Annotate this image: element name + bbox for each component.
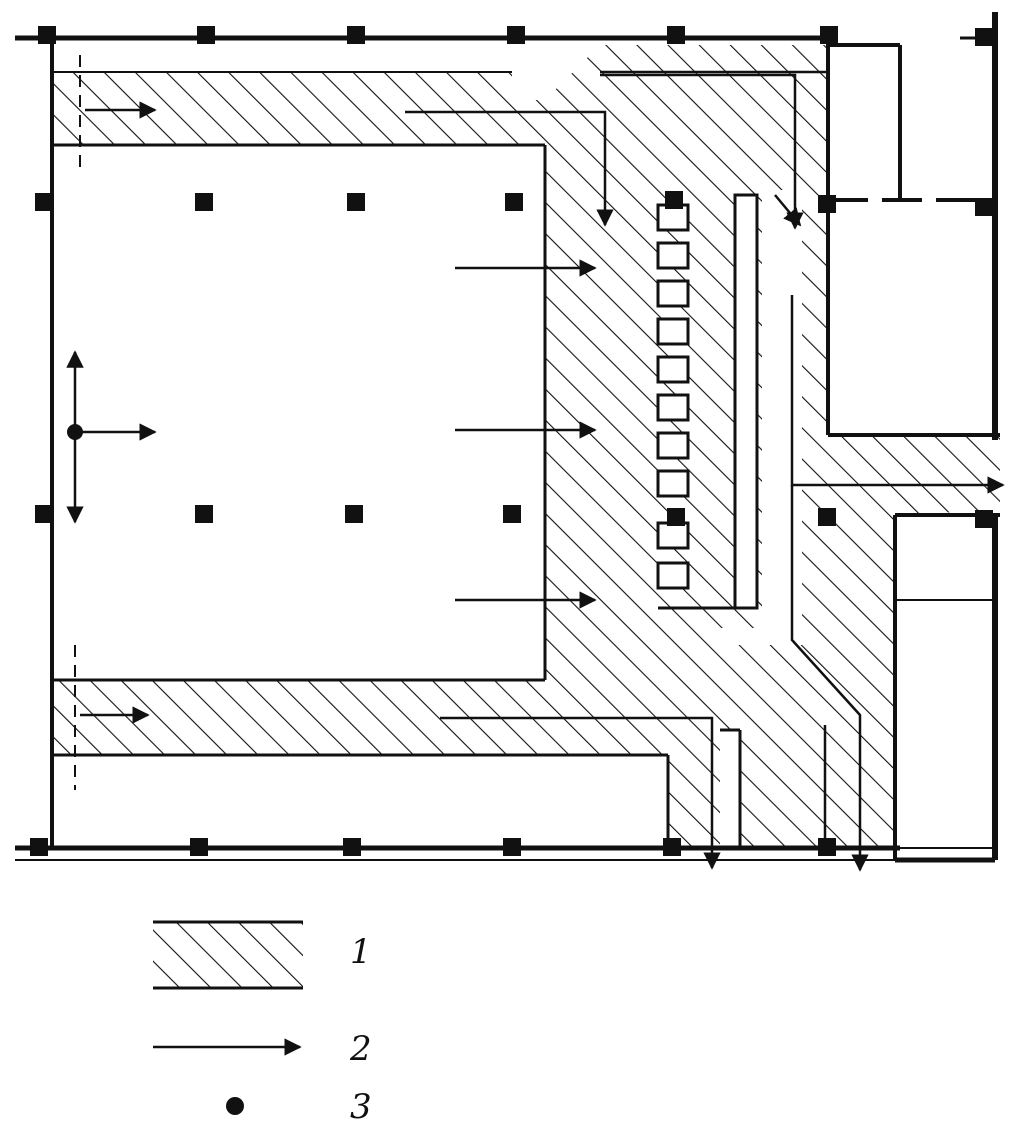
legend-label-3: 3 [350, 1087, 372, 1127]
legend-label-2: 2 [350, 1029, 372, 1069]
origin-dot [67, 424, 83, 440]
counter [733, 193, 759, 610]
structural-columns [30, 26, 993, 856]
flow-arrows [66, 73, 1005, 872]
legend-hatch-swatch [153, 922, 303, 988]
legend-dot [226, 1097, 244, 1115]
seat-row [656, 203, 690, 590]
hatched-circulation-zone [52, 45, 1000, 848]
legend-label-1: 1 [350, 932, 372, 972]
wall-lines [15, 12, 1000, 863]
